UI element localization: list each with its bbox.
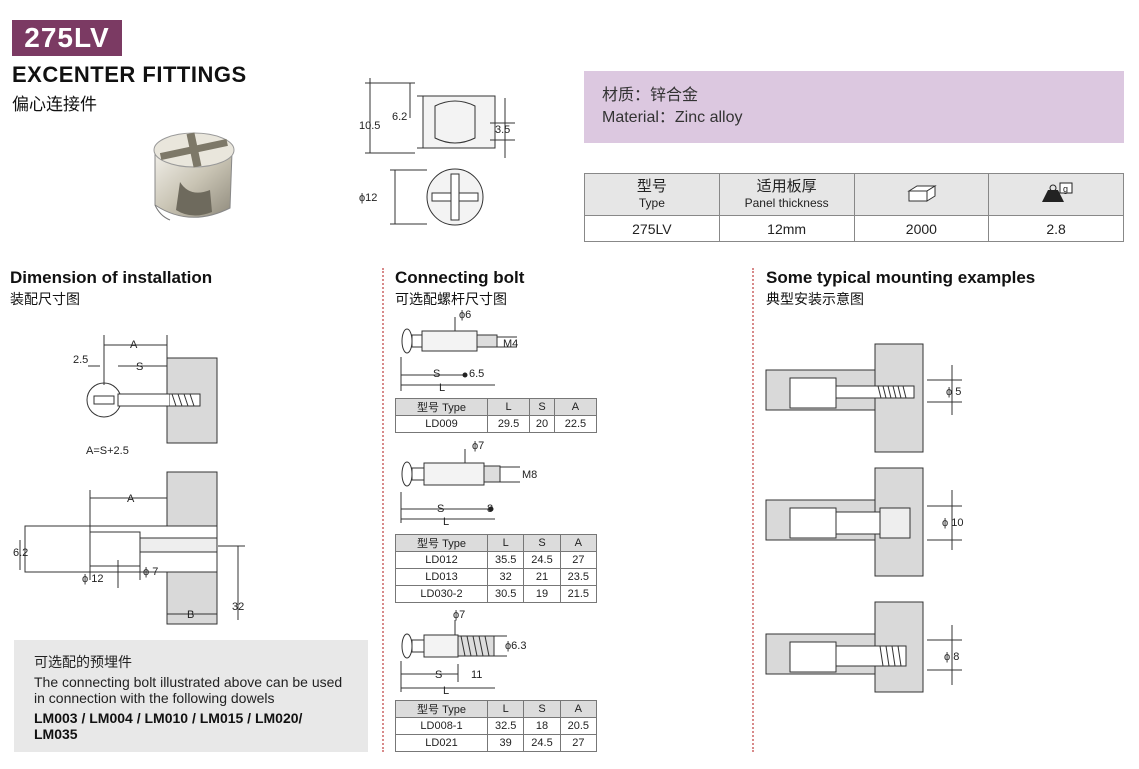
bolt-drawing-2: ϕ7 M8 S 8 L	[400, 440, 537, 528]
dowels-en: The connecting bolt illustrated above ca…	[34, 674, 343, 706]
svg-text:L: L	[443, 516, 449, 528]
product-title-cn: 偏心连接件	[12, 95, 97, 114]
svg-text:A: A	[130, 339, 138, 351]
column-divider	[752, 268, 754, 752]
svg-text:2.5: 2.5	[73, 354, 88, 366]
svg-text:3.5: 3.5	[495, 124, 510, 136]
install-drawing: A S 2.5 A=S+2.5 A 6.2 ϕ 12 ϕ 7 B 32	[13, 335, 245, 625]
install-title: Dimension of installation	[10, 268, 213, 287]
bolt-subtitle: 可选配螺杆尺寸图	[395, 291, 507, 307]
svg-text:B: B	[187, 609, 194, 621]
svg-text:ϕ7: ϕ7	[453, 609, 465, 621]
svg-text:32: 32	[232, 601, 244, 613]
svg-text:S: S	[435, 669, 442, 681]
product-title: EXCENTER FITTINGS	[12, 62, 247, 87]
svg-text:ϕ 5: ϕ 5	[946, 386, 961, 398]
spec-weight: 2.8	[988, 215, 1124, 242]
svg-text:L: L	[443, 685, 449, 697]
svg-text:8: 8	[487, 503, 493, 515]
dowels-cn: 可选配的预埋件	[34, 654, 132, 670]
svg-text:11: 11	[471, 669, 482, 681]
svg-text:ϕ 7: ϕ 7	[143, 566, 158, 578]
weight-icon: g	[988, 173, 1124, 216]
spec-type: 275LV	[584, 215, 720, 242]
mounting-title: Some typical mounting examples	[766, 268, 1036, 287]
svg-text:ϕ 12: ϕ 12	[82, 573, 103, 585]
svg-text:S: S	[437, 503, 444, 515]
svg-text:6.2: 6.2	[13, 547, 28, 559]
mounting-drawings: ϕ 5 ϕ 10 ϕ 8	[765, 343, 963, 693]
svg-text:6.2: 6.2	[392, 111, 407, 123]
svg-text:ϕ6: ϕ6	[459, 309, 471, 321]
svg-text:A=S+2.5: A=S+2.5	[86, 445, 129, 457]
svg-text:ϕ12: ϕ12	[359, 192, 377, 204]
bolt-title: Connecting bolt	[395, 268, 525, 287]
material-box: 材质：锌合金 Material：Zinc alloy	[584, 71, 1124, 143]
svg-text:S: S	[136, 361, 143, 373]
svg-text:M8: M8	[522, 469, 537, 481]
svg-text:L: L	[439, 382, 445, 394]
svg-text:g: g	[1063, 184, 1068, 194]
mounting-subtitle: 典型安装示意图	[766, 291, 864, 307]
svg-text:ϕ7: ϕ7	[472, 440, 484, 452]
model-badge: 275LV	[12, 20, 122, 56]
column-divider	[382, 268, 384, 752]
dowels-box: 可选配的预埋件 The connecting bolt illustrated …	[14, 640, 368, 752]
material-en: Material：Zinc alloy	[602, 109, 743, 126]
bolt-drawing-3: ϕ7 ϕ6.3 S 11 L	[400, 609, 526, 697]
bolt-drawing-1: ϕ6 M4 S 6.5 L	[400, 309, 518, 394]
install-subtitle: 装配尺寸图	[10, 291, 80, 307]
spec-qty: 2000	[853, 215, 990, 242]
svg-text:A: A	[127, 493, 135, 505]
svg-text:S: S	[433, 368, 440, 380]
svg-text:10.5: 10.5	[359, 120, 380, 132]
svg-text:M4: M4	[503, 338, 518, 350]
dowels-models: LM003 / LM004 / LM010 / LM015 / LM020/ L…	[34, 710, 303, 742]
product-photo	[153, 132, 235, 221]
svg-text:ϕ6.3: ϕ6.3	[505, 640, 526, 652]
svg-text:ϕ 8: ϕ 8	[944, 651, 959, 663]
material-cn: 材质：锌合金	[602, 87, 699, 104]
fitting-drawing: 6.2 10.5 3.5 ϕ12	[359, 78, 515, 226]
svg-text:ϕ 10: ϕ 10	[942, 517, 963, 529]
box-icon	[853, 173, 990, 216]
svg-text:6.5: 6.5	[469, 368, 484, 380]
spec-panel: 12mm	[718, 215, 855, 242]
